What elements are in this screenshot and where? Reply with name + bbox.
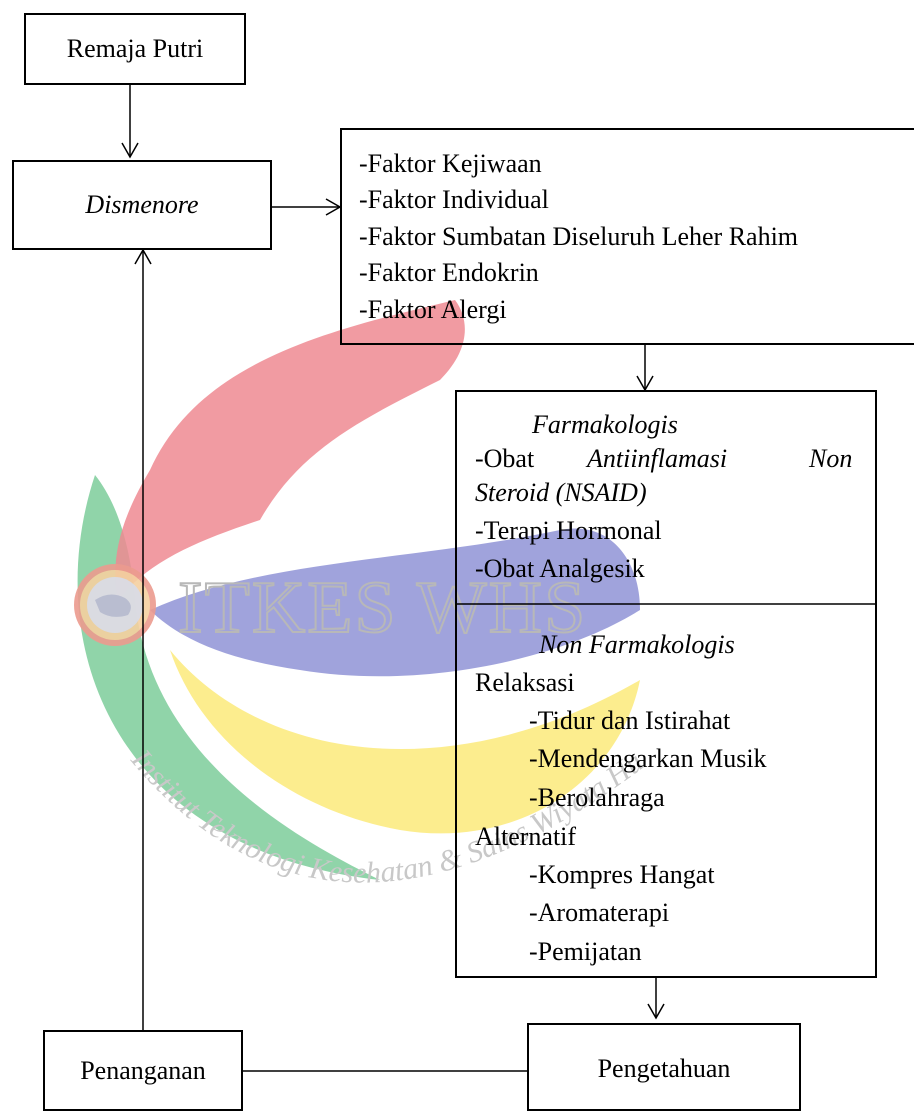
- obat-analgesik: -Obat Analgesik: [475, 554, 645, 583]
- watermark-red-flame: [115, 300, 465, 600]
- arrowhead-dismenore-bottom: [134, 248, 152, 265]
- farmakologis-heading: Farmakologis: [532, 410, 678, 439]
- relaksasi-item-tidur: -Tidur dan Istirahat: [529, 706, 731, 735]
- faktor-sumbatan: -Faktor Sumbatan Diseluruh Leher Rahim: [359, 222, 799, 251]
- watermark-blue-swoosh: [150, 528, 640, 677]
- dismenore-box: Dismenore: [12, 160, 272, 250]
- alternatif-item-pemijatan: -Pemijatan: [529, 937, 642, 966]
- obat-antiinflamasi: Antiinflamasi: [587, 444, 728, 473]
- remaja-putri-label: Remaja Putri: [66, 34, 204, 63]
- faktor-box: -Faktor Kejiwaan -Faktor Individual -Fak…: [340, 128, 914, 345]
- alternatif-item-kompres: -Kompres Hangat: [529, 860, 715, 889]
- penanganan-label: Penanganan: [80, 1056, 206, 1085]
- watermark-green-swoosh: [77, 475, 380, 880]
- pengetahuan-box: Pengetahuan: [527, 1023, 801, 1111]
- remaja-putri-box: Remaja Putri: [24, 13, 246, 85]
- faktor-alergi: -Faktor Alergi: [359, 295, 507, 324]
- terapi-hormonal: -Terapi Hormonal: [475, 516, 662, 545]
- faktor-individual: -Faktor Individual: [359, 185, 549, 214]
- relaksasi-label: Relaksasi: [475, 668, 575, 697]
- relaksasi-item-olahraga: -Berolahraga: [529, 783, 665, 812]
- dismenore-label: Dismenore: [85, 190, 199, 219]
- obat-nsaid: Steroid (NSAID): [475, 478, 647, 507]
- arrowhead-pengetahuan: [647, 1003, 665, 1020]
- treatment-box: Farmakologis -Obat Antiinflamasi Non Ste…: [455, 390, 877, 978]
- obat-prefix: -Obat: [475, 444, 535, 473]
- non-farmakologis-heading: Non Farmakologis: [539, 630, 735, 659]
- alternatif-item-aromaterapi: -Aromaterapi: [529, 898, 670, 927]
- relaksasi-item-musik: -Mendengarkan Musik: [529, 744, 767, 773]
- watermark-yellow-swoosh: [170, 650, 640, 834]
- faktor-kejiwaan: -Faktor Kejiwaan: [359, 149, 542, 178]
- arrowhead-dismenore-top: [121, 142, 139, 159]
- globe-icon: [74, 564, 156, 646]
- faktor-endokrin: -Faktor Endokrin: [359, 258, 539, 287]
- pengetahuan-label: Pengetahuan: [597, 1054, 731, 1083]
- watermark-text: ITKES WHS: [178, 567, 587, 649]
- obat-non: Non: [809, 444, 853, 473]
- penanganan-box: Penanganan: [43, 1030, 243, 1111]
- alternatif-label: Alternatif: [475, 822, 577, 851]
